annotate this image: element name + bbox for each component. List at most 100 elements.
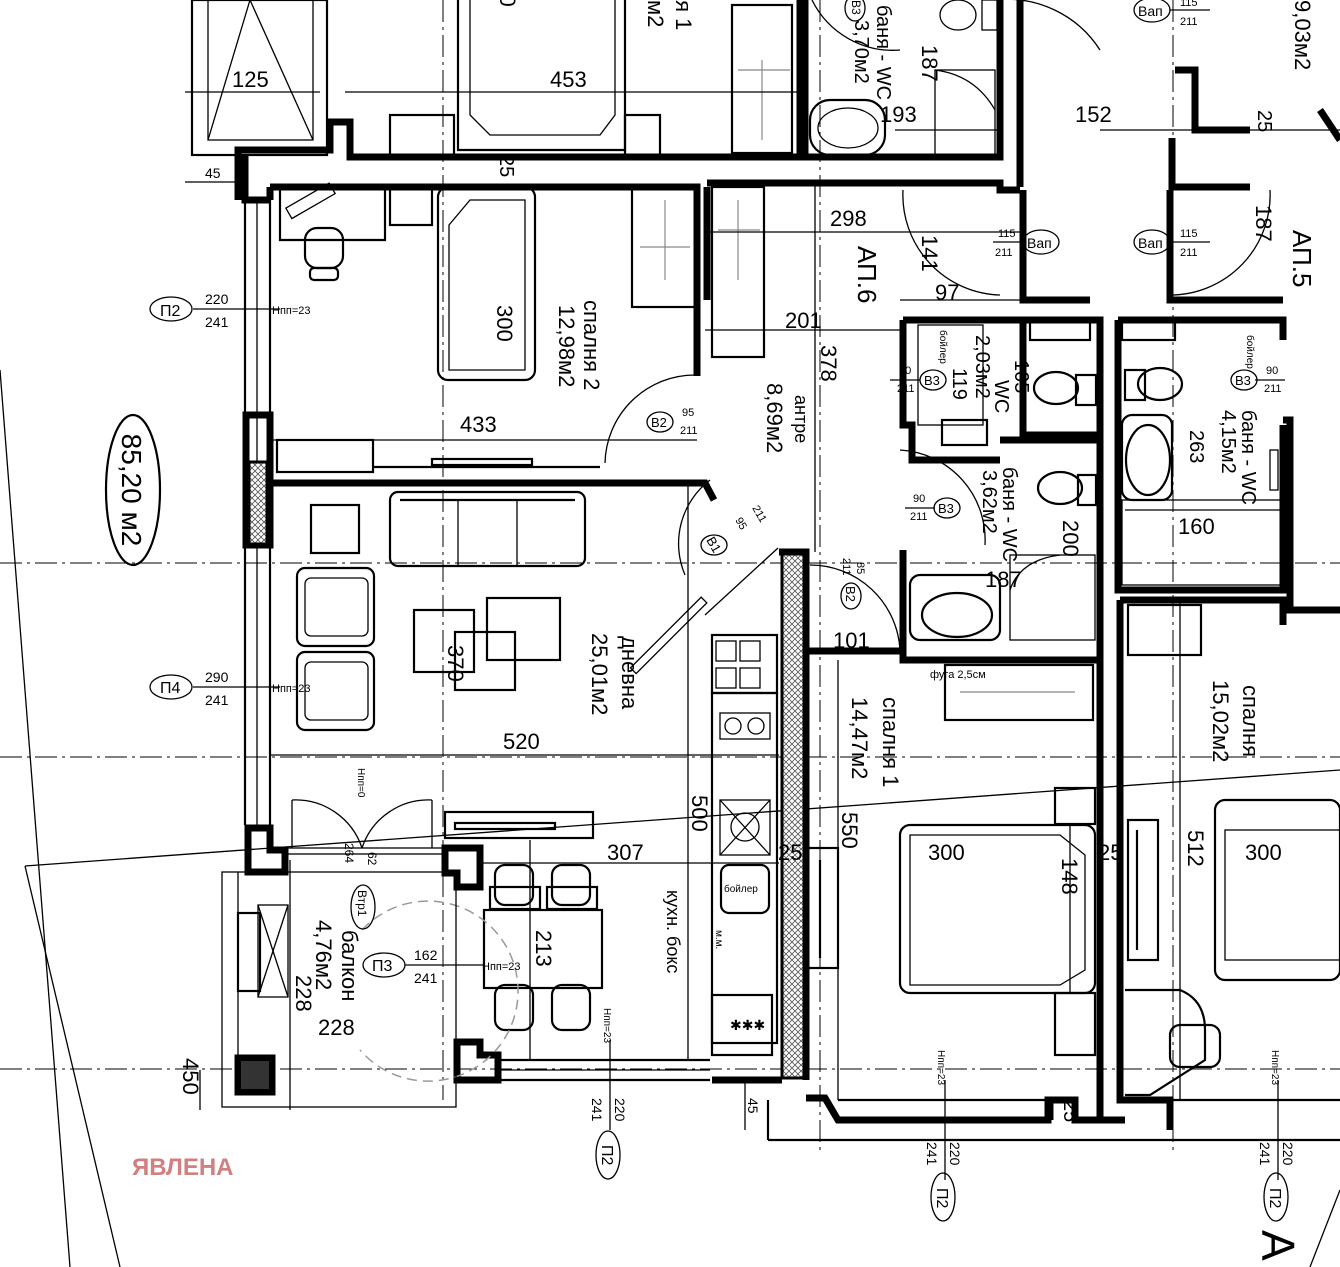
tag-label: П2 (1266, 1188, 1283, 1209)
door-swings (221, 0, 1271, 1108)
tag-width: 90 (899, 365, 911, 377)
boiler-note-2: бойлер (724, 883, 758, 895)
tag-width: 220 (947, 1142, 963, 1166)
apartment-ap6: АП.6 (852, 246, 882, 303)
total-area: 85,20 м2 (116, 434, 147, 547)
room-bath-top: баня - WC 3,70м2 (850, 5, 894, 100)
door-tag-b2b: В2 85 211 (840, 558, 866, 602)
tag-label: В1 (703, 534, 724, 555)
room-balcony: балкон 4,76м2 (311, 920, 362, 1001)
tag-height: 264 (342, 843, 356, 863)
dim-97: 97 (935, 280, 959, 305)
tag-height: 211 (680, 425, 698, 437)
room-area: 4,76м2 (311, 920, 336, 990)
fuga-note: фуга 2,5см (930, 669, 986, 681)
tag-height: 211 (1264, 383, 1282, 395)
tag-height: 211 (1180, 247, 1198, 259)
window-tag-p3: П3 162 241 Hпп=23 (372, 947, 521, 986)
room-area: 3,70м2 (850, 20, 872, 84)
door-tag-b1: В1 95 211 (703, 504, 768, 556)
boiler-note-1: бойлер (937, 330, 949, 364)
room-name: баня - WC (872, 5, 894, 100)
dim-25b: 25 (1098, 840, 1122, 865)
window-tag-p4: П4 290 241 Hпп=23 (160, 669, 311, 708)
bedroom2-furniture (278, 182, 766, 382)
room-name: дневна (617, 636, 642, 710)
tag-label: Вап (1138, 235, 1163, 251)
tag-label: В2 (843, 586, 858, 602)
dim-300a: 300 (492, 305, 517, 342)
dim-187a: 187 (985, 567, 1022, 592)
living-furniture (286, 490, 604, 1032)
dim-119: 119 (948, 368, 970, 400)
room-area: 2,03м2 (971, 335, 993, 399)
tag-leaders (193, 9, 1285, 966)
dim-307: 307 (607, 840, 644, 865)
room-name: антре (791, 395, 811, 443)
bedroom-right-furniture (1125, 603, 1340, 1097)
tag-width: 220 (205, 291, 229, 307)
dim-213: 213 (531, 930, 556, 967)
room-hall: антре 8,69м2 (762, 383, 811, 453)
dim-300top: 300 (495, 0, 520, 7)
tag-label: П3 (372, 958, 393, 975)
room-area: 25,01м2 (587, 633, 612, 715)
room-name: WC (990, 380, 1012, 413)
tag-height: 211 (749, 504, 768, 525)
grid-axis-label: А (1252, 1230, 1304, 1261)
room-name: балкон (337, 930, 362, 1001)
top-rooms (190, 0, 1340, 200)
tag-width: 90 (913, 493, 925, 505)
mm-note: м.м. (713, 930, 724, 949)
dim-25e: 25 (1253, 110, 1275, 132)
room-bedroom-right: спалня 15,02м2 (1208, 680, 1263, 762)
tag-height: 241 (1257, 1142, 1273, 1166)
room-area: 14,47м2 (847, 697, 872, 779)
room-name: спалня 1 (671, 0, 696, 30)
tag-width: 62 (365, 852, 379, 866)
door-tag-b3b: В3 90 211 (910, 493, 954, 523)
dim-450: 450 (178, 1058, 203, 1095)
tag-height: 241 (589, 1098, 605, 1122)
tag-width: 115 (998, 228, 1016, 240)
room-name: баня - WC (998, 467, 1020, 562)
tag-height: 211 (995, 247, 1013, 259)
dim-200: 200 (1058, 520, 1083, 557)
dim-228a: 228 (291, 975, 316, 1012)
dimensions: 125 453 45 433 520 307 298 201 97 101 30… (205, 67, 1282, 1040)
dim-160: 160 (1178, 514, 1215, 539)
tag-label: В3 (938, 501, 954, 516)
dim-125: 125 (232, 67, 269, 92)
room-area: 3,62м2 (978, 470, 1000, 534)
room-kitchen: кухн. бокс (663, 890, 683, 973)
tag-label: Вап (1027, 235, 1052, 251)
window-tag-p2-bottom2: П2 220 241 Hпп=23 (924, 1050, 963, 1209)
tag-width: 85 (854, 562, 866, 574)
dimensions-vertical: 300 370 213 500 378 141 550 148 512 263 … (178, 0, 1276, 1122)
tag-label: П2 (933, 1188, 950, 1209)
tag-width: 95 (732, 516, 749, 533)
tag-height: 211 (1180, 16, 1198, 28)
dim-152: 152 (1075, 102, 1112, 127)
tag-label: В3 (1235, 373, 1251, 388)
window-tag-p2-left: П2 220 241 Hпп=23 (160, 291, 311, 330)
room-area: 15,02м2 (1208, 680, 1233, 762)
tag-width: 115 (1180, 228, 1198, 240)
room-living: дневна 25,01м2 (587, 633, 642, 715)
dim-193: 193 (880, 102, 917, 127)
dim-187b: 187 (917, 45, 942, 82)
dim-298: 298 (830, 206, 867, 231)
door-tag-b3top: В3 (849, 0, 863, 15)
dim-45: 45 (205, 165, 221, 181)
dim-25a: 25 (778, 840, 802, 865)
dim-148: 148 (1057, 858, 1082, 895)
tag-width: 220 (1280, 1142, 1296, 1166)
dim-512: 512 (1183, 830, 1208, 867)
tag-height: 211 (840, 558, 852, 576)
dim-378: 378 (816, 345, 841, 382)
tag-note: Hпп=0 (355, 768, 366, 798)
tag-label: П4 (160, 680, 181, 697)
dim-300c: 300 (1245, 840, 1282, 865)
door-tag-vap2: Вап 115 211 (1138, 228, 1198, 259)
